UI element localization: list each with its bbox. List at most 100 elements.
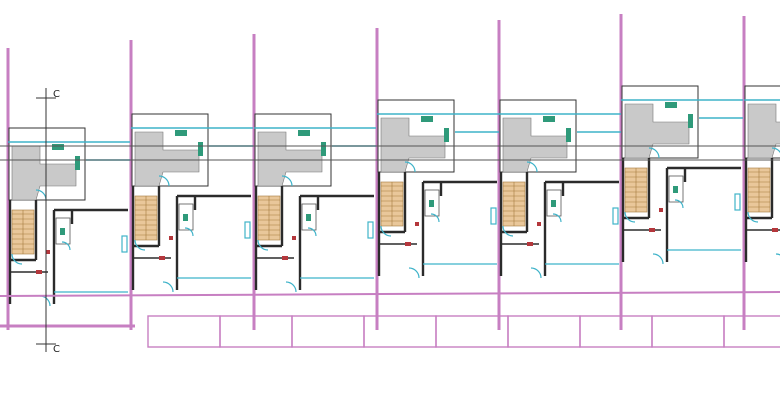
kitchen-appliance <box>52 144 64 150</box>
kitchen-floor <box>624 103 690 159</box>
parking-bay <box>291 315 365 348</box>
kitchen-outline <box>744 85 780 159</box>
kitchen-outline <box>8 127 86 201</box>
door-mark-2 <box>46 250 50 254</box>
parking-bay <box>723 315 780 348</box>
door-swing <box>526 161 538 173</box>
staircase <box>11 209 35 255</box>
entry-door-swing <box>285 281 297 293</box>
townhouse-unit <box>621 85 743 265</box>
kitchen-floor <box>747 103 780 159</box>
staircase <box>257 195 281 241</box>
kitchen-floor <box>380 117 446 173</box>
kitchen-outline <box>621 85 699 159</box>
door-mark-2 <box>292 236 296 240</box>
interior-walls <box>131 186 251 290</box>
window-mark <box>490 207 497 225</box>
wc-fixture <box>183 214 188 221</box>
entry-door-swing <box>530 267 542 279</box>
interior-walls <box>499 172 619 276</box>
section-marker-bottom-label: C <box>53 344 60 355</box>
door-mark <box>159 256 165 260</box>
wc-fixture <box>673 186 678 193</box>
staircase <box>134 195 158 241</box>
parking-bay <box>147 315 221 348</box>
kitchen-appliance-side <box>321 142 326 156</box>
parking-bay <box>363 315 437 348</box>
kitchen-outline <box>499 99 577 173</box>
door-swing <box>771 147 780 154</box>
door-mark <box>527 242 533 246</box>
entry-door-swing <box>39 295 51 307</box>
door-mark-2 <box>415 222 419 226</box>
kitchen-floor <box>134 131 200 187</box>
wc-fixture <box>551 200 556 207</box>
door-swing-bath <box>307 227 317 237</box>
parking-bay <box>435 315 509 348</box>
door-mark-2 <box>169 236 173 240</box>
kitchen-appliance-side <box>444 128 449 142</box>
townhouse-unit <box>8 127 130 307</box>
townhouse-unit <box>131 113 253 293</box>
townhouse-units <box>8 85 780 307</box>
kitchen-appliance-side <box>75 156 80 170</box>
staircase <box>624 167 648 213</box>
door-swing-stair <box>11 253 23 265</box>
door-swing <box>648 147 660 159</box>
window-mark <box>367 221 374 239</box>
townhouse-unit <box>254 113 376 293</box>
door-mark-2 <box>537 222 541 226</box>
door-swing-bath <box>430 213 440 223</box>
door-mark-2 <box>659 208 663 212</box>
corridor-lines <box>0 145 780 328</box>
window-mark <box>612 207 619 225</box>
door-mark <box>282 256 288 260</box>
door-mark <box>649 228 655 232</box>
entry-door-swing <box>408 267 420 279</box>
wc-fixture <box>429 200 434 207</box>
interior-walls <box>254 186 374 290</box>
bathroom-outline <box>178 203 194 231</box>
door-swing <box>404 161 416 173</box>
bathroom-outline <box>668 175 684 203</box>
townhouse-unit <box>377 99 499 279</box>
door-swing-stair <box>380 225 392 237</box>
kitchen-outline <box>254 113 332 187</box>
kitchen-floor <box>502 117 568 173</box>
kitchen-appliance-side <box>198 142 203 156</box>
bathroom-outline <box>546 189 562 217</box>
entry-door-swing <box>775 253 780 256</box>
kitchen-floor <box>11 145 77 201</box>
kitchen-appliance <box>543 116 555 122</box>
bathroom-outline <box>301 203 317 231</box>
door-swing <box>281 175 293 187</box>
door-swing-stair <box>257 239 269 251</box>
interior-walls <box>377 172 497 276</box>
door-swing-bath <box>184 227 194 237</box>
door-mark <box>36 270 42 274</box>
interior-walls <box>744 158 774 262</box>
door-swing-bath <box>674 199 684 209</box>
corridor-wall-line <box>0 291 780 297</box>
staircase <box>502 181 526 227</box>
interior-walls <box>621 158 741 262</box>
townhouse-unit <box>744 85 780 262</box>
interior-walls <box>8 200 128 304</box>
staircase <box>747 167 771 213</box>
kitchen-appliance <box>175 130 187 136</box>
window-mark <box>121 235 128 253</box>
parking-row <box>147 315 780 348</box>
door-swing-stair <box>747 211 759 223</box>
window-mark <box>244 221 251 239</box>
kitchen-outline <box>377 99 455 173</box>
kitchen-appliance <box>665 102 677 108</box>
door-swing-stair <box>134 239 146 251</box>
bathroom-outline <box>55 217 71 245</box>
entry-door-swing <box>162 281 174 293</box>
kitchen-outline <box>131 113 209 187</box>
window-mark <box>734 193 741 211</box>
townhouse-unit <box>499 99 621 279</box>
door-swing-bath <box>552 213 562 223</box>
entry-door-swing <box>652 253 664 265</box>
